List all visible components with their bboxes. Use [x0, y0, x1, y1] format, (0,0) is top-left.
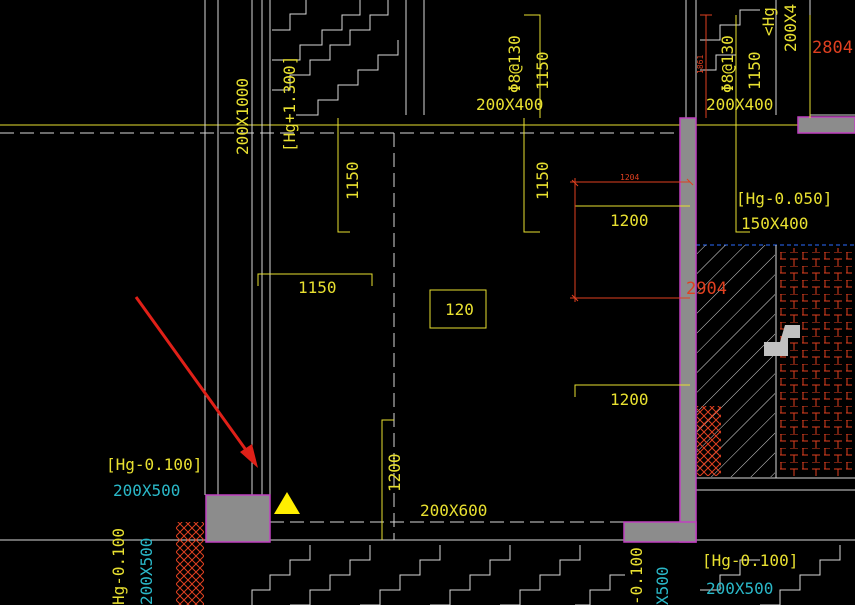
crosshatch-block-left: [176, 522, 204, 605]
label-hg-minus-100-bottom-left[interactable]: Hg-0.100: [109, 528, 128, 605]
stair-steps-top: [272, 0, 760, 116]
label-hg-minus-100-right[interactable]: [Hg-0.100]: [702, 551, 798, 570]
label-200x1000[interactable]: 200X1000: [233, 78, 252, 155]
label-1200-top[interactable]: 1200: [610, 211, 649, 230]
label-1150-top[interactable]: 1150: [533, 51, 552, 90]
label-slab-thickness[interactable]: 120: [445, 300, 474, 319]
label-hg-minus-100-left[interactable]: [Hg-0.100]: [106, 455, 202, 474]
label-1200-bottom[interactable]: 1200: [610, 390, 649, 409]
label-beam-200x400-right[interactable]: 200X400: [706, 95, 773, 114]
warning-triangle-icon[interactable]: [274, 492, 300, 514]
label-hg-1300[interactable]: [Hg+1.300]: [280, 56, 299, 152]
label-1150-horizontal[interactable]: 1150: [298, 278, 337, 297]
gray-detail: [764, 325, 800, 356]
slab-thickness-box[interactable]: [429, 289, 487, 329]
crosshatch-block-right: [697, 406, 721, 476]
label-beam-150x400[interactable]: 150X400: [741, 214, 808, 233]
label-hg-minus-050[interactable]: [Hg-0.050]: [736, 189, 832, 208]
label-1150-top-right[interactable]: 1150: [745, 51, 764, 90]
red-arrow-icon: [134, 296, 258, 468]
beam-lines: [257, 14, 811, 540]
label-hg-top-right[interactable]: <Hg: [759, 7, 778, 36]
label-1200-vertical[interactable]: 1200: [385, 453, 404, 492]
label-rebar-b[interactable]: Φ8@130: [718, 35, 737, 93]
label-1861[interactable]: 1861: [696, 55, 705, 74]
label-beam-x500-bottom-mid[interactable]: X500: [653, 566, 672, 605]
label-rebar-a[interactable]: Φ8@130: [505, 35, 524, 93]
label-beam-200x500-bottom-left[interactable]: 200X500: [137, 538, 156, 605]
label-hg-minus-100-bottom-mid[interactable]: -0.100: [627, 547, 646, 605]
label-2904[interactable]: 2904: [686, 279, 727, 299]
orange-dimensions: [570, 14, 712, 302]
wall-outlines: [205, 116, 855, 543]
label-1204[interactable]: 1204: [620, 173, 639, 182]
label-2804[interactable]: 2804: [812, 38, 853, 58]
brick-wall: [776, 248, 855, 476]
label-beam-200x600[interactable]: 200X600: [420, 501, 487, 520]
column-200x500: [205, 494, 271, 543]
label-1150-mid-left[interactable]: 1150: [343, 161, 362, 200]
label-1150-mid[interactable]: 1150: [533, 161, 552, 200]
label-beam-200x500-left[interactable]: 200X500: [113, 481, 180, 500]
stair-steps-bottom: [251, 545, 841, 605]
label-200x4-top-right[interactable]: 200X4: [781, 4, 800, 52]
label-beam-200x400-left[interactable]: 200X400: [476, 95, 543, 114]
label-beam-200x500-right[interactable]: 200X500: [706, 579, 773, 598]
